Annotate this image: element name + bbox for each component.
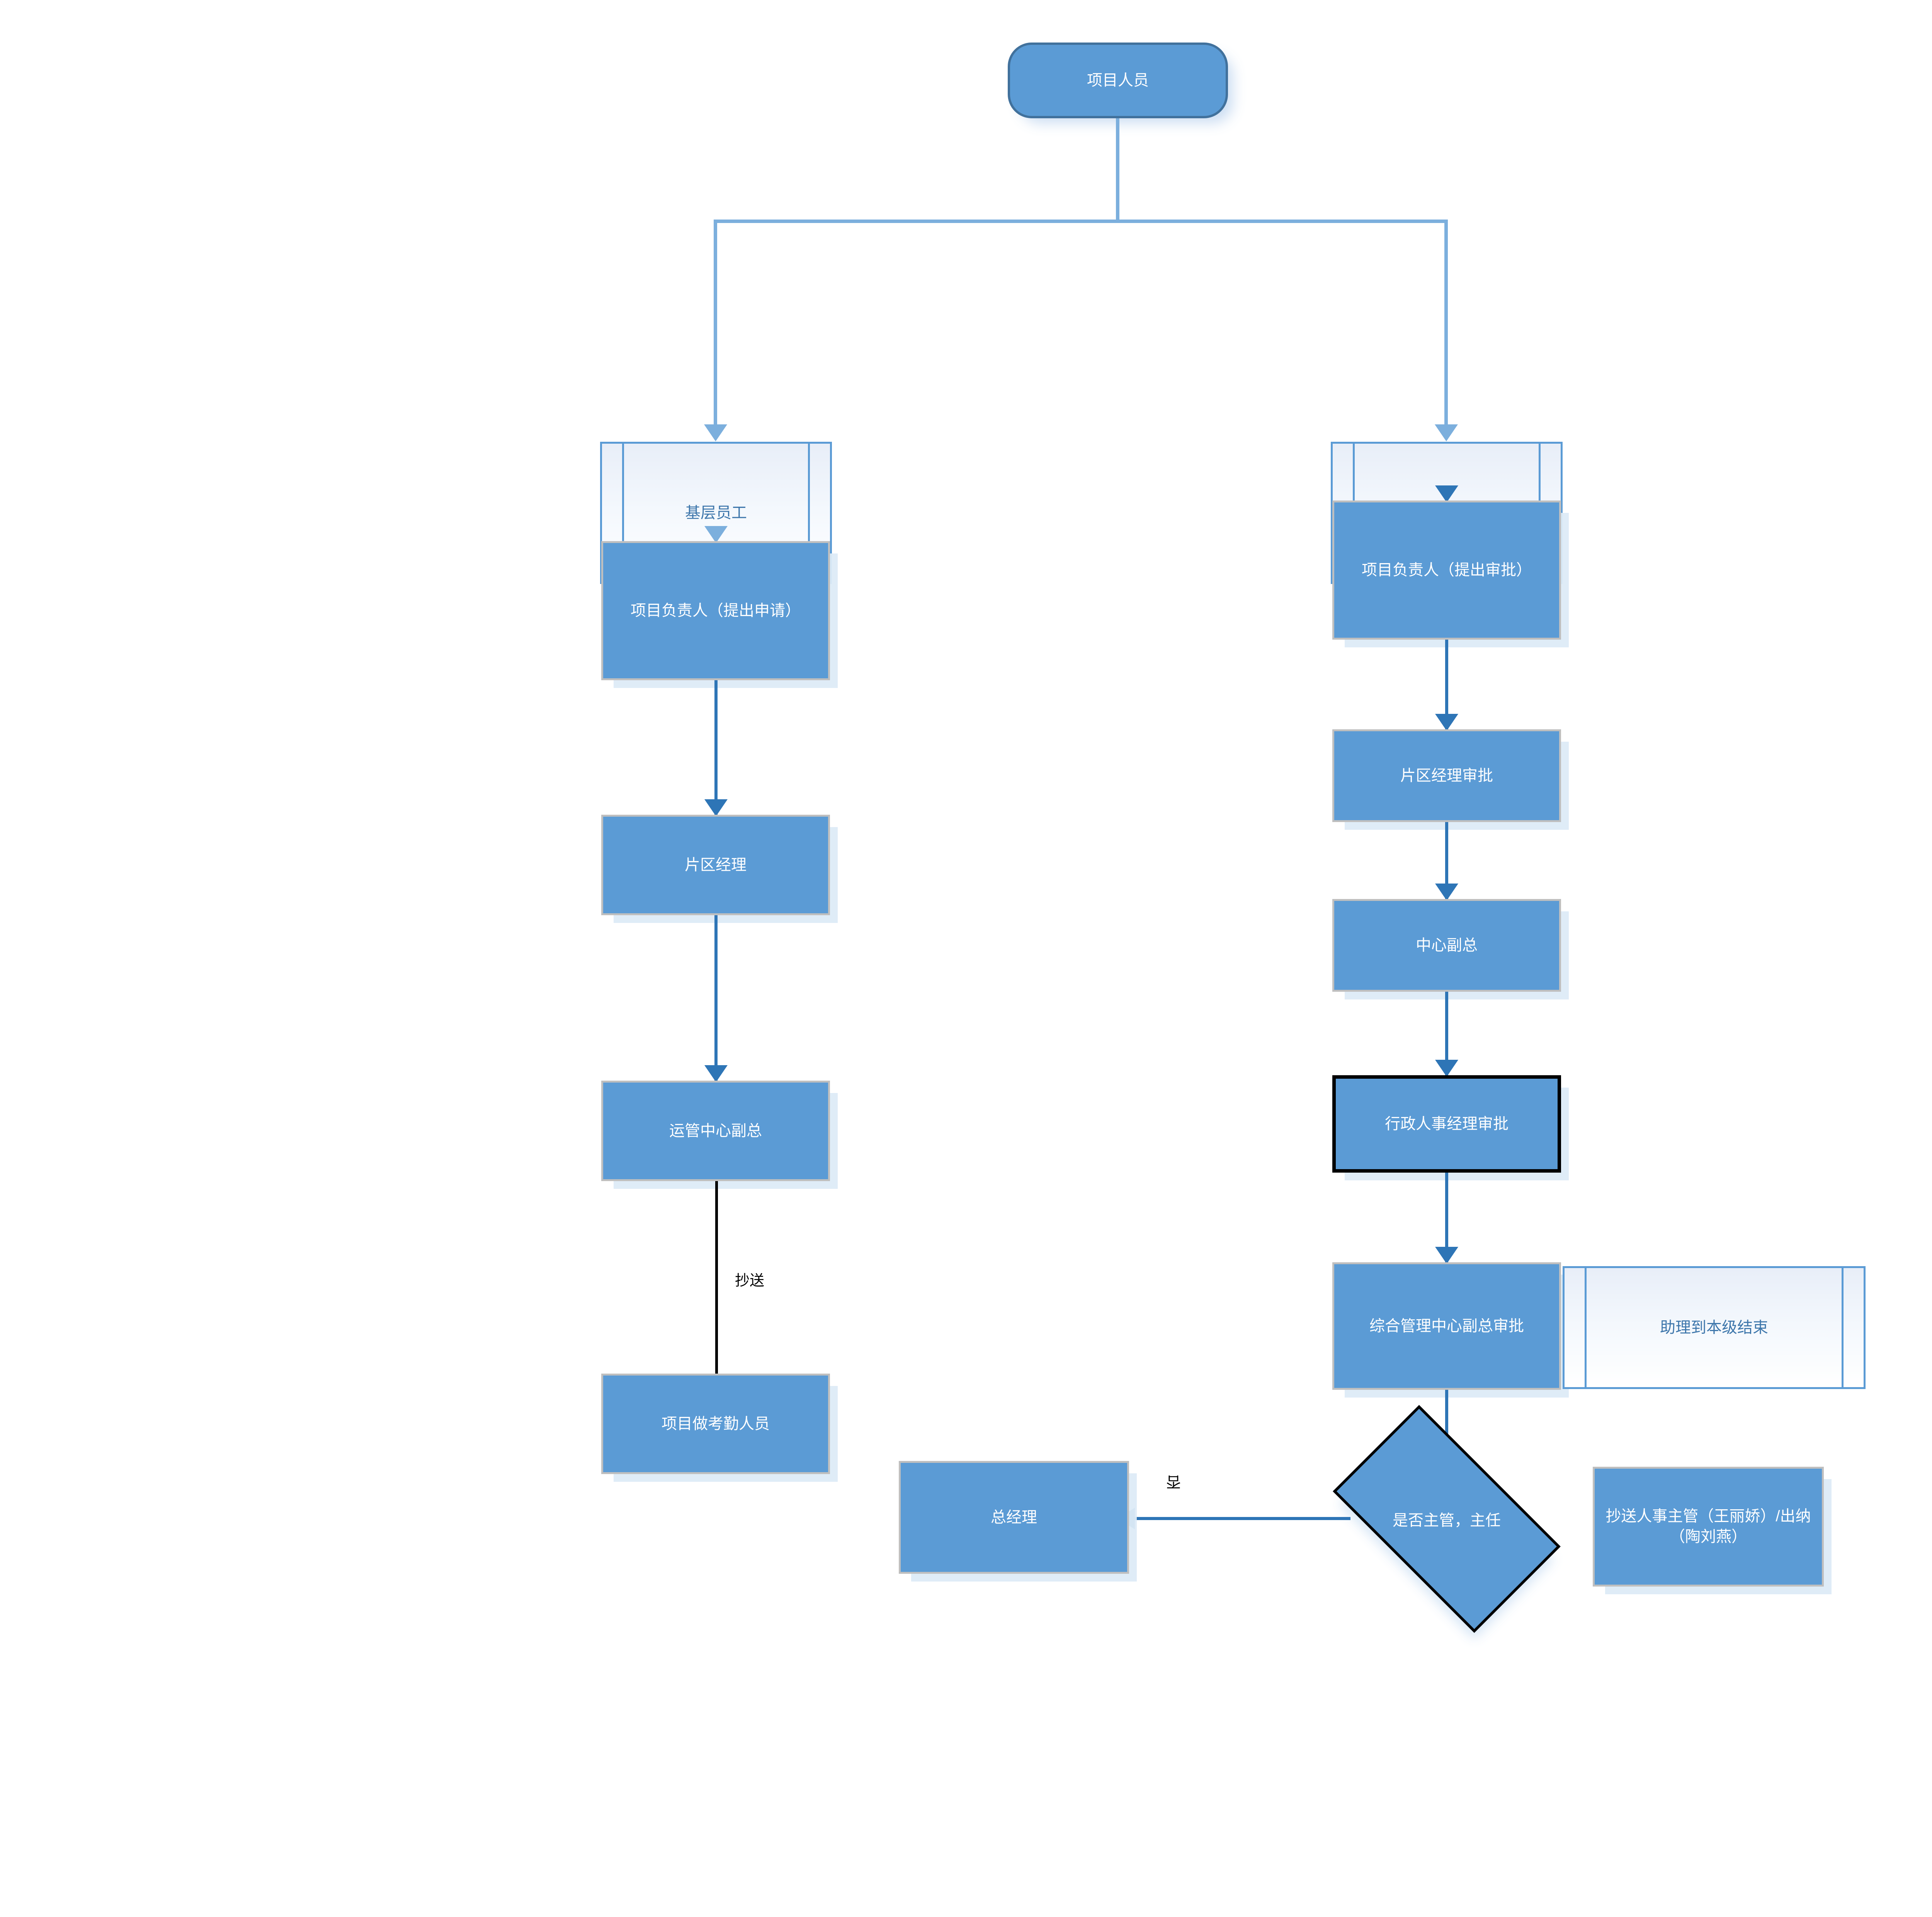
connector-center-vp-to-hr: [1445, 992, 1448, 1078]
node-middle-hr-admin-manager[interactable]: 行政人事经理审批: [1332, 1075, 1561, 1173]
arrowhead-to-management: [1435, 424, 1458, 441]
connector-general-mgmt-to-decision: [1445, 1390, 1448, 1460]
node-label: 项目人员: [1087, 72, 1149, 89]
node-label: 基层员工: [685, 504, 747, 521]
arrowhead-to-frontline: [704, 424, 727, 441]
connector-split-bar: [714, 220, 1448, 223]
node-label: 综合管理中心副总审批: [1369, 1317, 1524, 1335]
arrowhead-hr-admin: [1435, 1060, 1458, 1077]
edge-label-cc: 抄送: [735, 1273, 765, 1289]
arrowhead-center-vp: [1435, 884, 1458, 901]
node-note-assistant-end[interactable]: 助理到本级结束: [1563, 1266, 1866, 1389]
node-center-vp[interactable]: 中心副总: [1332, 899, 1561, 992]
arrowhead-owner-apply: [704, 526, 728, 543]
node-middle-cc-hr[interactable]: 抄送人事主管（王丽娇）/出纳（陶刘燕）: [1593, 1467, 1824, 1587]
node-label: 片区经理审批: [1400, 767, 1493, 784]
arrowhead-area-approve: [1435, 714, 1458, 731]
connector-area-to-center-vp: [1445, 822, 1448, 900]
connector-split-left: [714, 220, 717, 428]
node-general-mgmt-vp[interactable]: 综合管理中心副总审批: [1332, 1262, 1561, 1390]
node-label: 项目做考勤人员: [662, 1415, 770, 1432]
connector-area-to-ops-vp: [714, 915, 718, 1081]
node-label: 片区经理: [685, 856, 747, 873]
connector-hr-to-general-mgmt: [1445, 1173, 1448, 1262]
connector-owner-to-area-manager: [714, 680, 718, 815]
node-label: 抄送人事主管（王丽娇）/出纳（陶刘燕）: [1605, 1508, 1811, 1545]
node-label: 行政人事经理审批: [1385, 1115, 1509, 1132]
node-area-manager-approve[interactable]: 片区经理审批: [1332, 729, 1561, 822]
node-project-owner-apply[interactable]: 项目负责人（提出申请）: [601, 541, 830, 680]
connector-cc-line: [715, 1181, 718, 1374]
arrowhead-ops-vp: [704, 1065, 728, 1082]
node-decision-supervisor[interactable]: 是否主管，主任: [1333, 1405, 1561, 1633]
node-label: 项目负责人（提出审批）: [1362, 561, 1532, 579]
connector-owner-approve-to-area: [1445, 640, 1448, 729]
node-label: 项目负责人（提出申请）: [631, 602, 801, 619]
node-label: 是否主管，主任: [1393, 1512, 1501, 1529]
edge-label-no: 否: [1166, 1473, 1181, 1490]
predef-bar-left: [1585, 1268, 1587, 1387]
arrowhead-area-manager: [704, 799, 728, 816]
predef-bar-right: [808, 444, 810, 582]
node-left-area-manager[interactable]: 片区经理: [601, 815, 830, 915]
connector-start-trunk: [1116, 118, 1119, 223]
node-attendance-staff[interactable]: 项目做考勤人员: [601, 1374, 830, 1474]
node-ops-center-vp[interactable]: 运管中心副总: [601, 1081, 830, 1181]
predef-bar-left: [622, 444, 624, 582]
node-middle-general-manager[interactable]: 总经理: [899, 1461, 1129, 1574]
connector-split-right: [1444, 220, 1448, 428]
arrowhead-owner-approve: [1435, 485, 1458, 502]
node-start-project-staff[interactable]: 项目人员: [1008, 43, 1228, 118]
node-label: 总经理: [991, 1508, 1037, 1526]
arrowhead-general-mgmt-vp: [1435, 1247, 1458, 1264]
predef-bar-right: [1842, 1268, 1844, 1387]
node-label: 运管中心副总: [669, 1122, 762, 1139]
node-label: 助理到本级结束: [1660, 1319, 1768, 1336]
node-project-owner-approve[interactable]: 项目负责人（提出审批）: [1332, 501, 1561, 640]
connector-decision-no: [1126, 1517, 1350, 1520]
node-label: 中心副总: [1416, 936, 1478, 954]
